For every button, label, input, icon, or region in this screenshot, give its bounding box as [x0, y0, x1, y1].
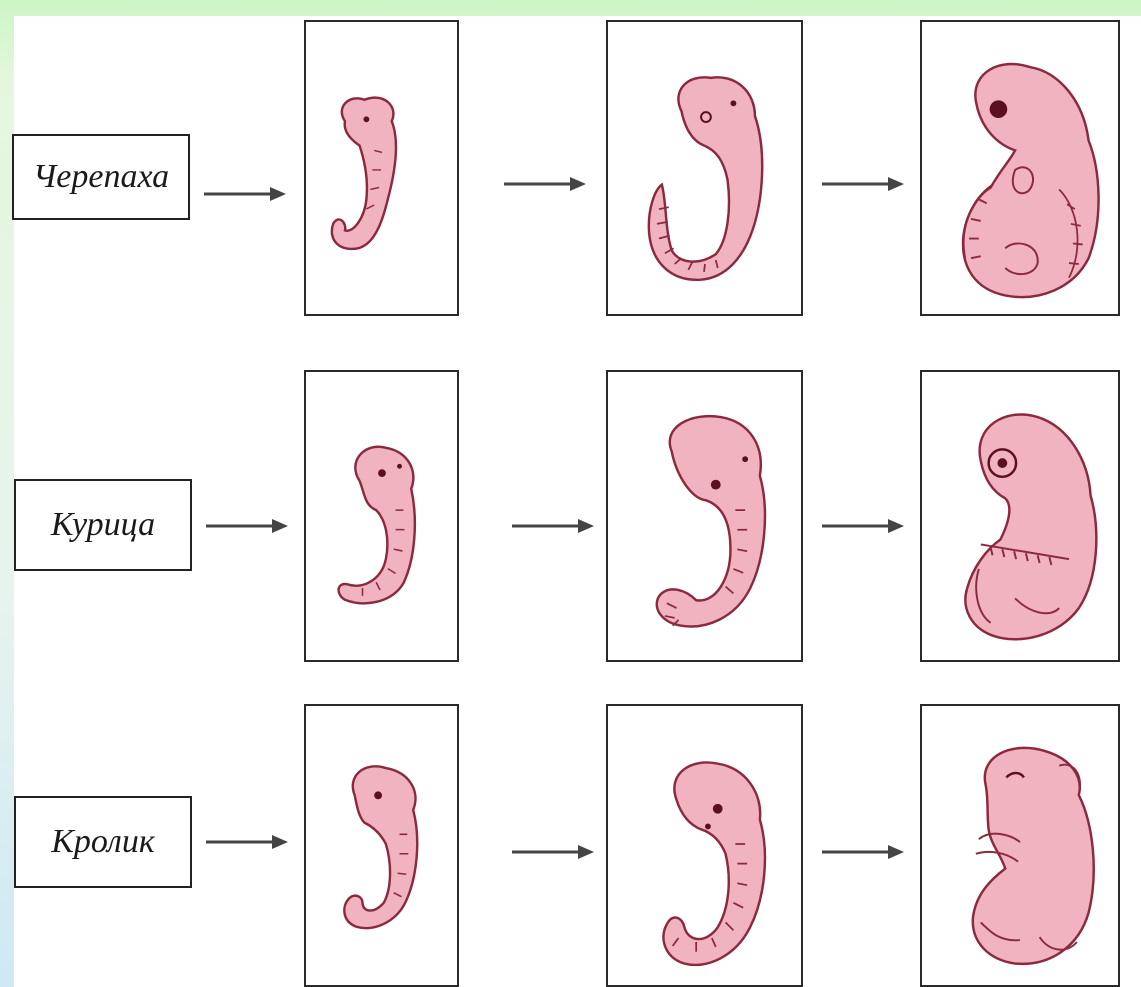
arrow-turtle-2	[502, 174, 588, 194]
embryo-chicken-stage-2	[606, 370, 803, 662]
arrow-chicken-3	[820, 516, 906, 536]
diagram-sheet: Черепаха Курица	[14, 16, 1141, 987]
embryo-turtle-stage-3	[920, 20, 1120, 316]
embryo-chicken-stage-3	[920, 370, 1120, 662]
arrow-rabbit-1	[204, 832, 290, 852]
label-rabbit: Кролик	[14, 796, 192, 888]
embryo-rabbit-stage-2	[606, 704, 803, 987]
embryo-turtle-stage-1	[304, 20, 459, 316]
arrow-turtle-1	[202, 184, 288, 204]
arrow-turtle-3	[820, 174, 906, 194]
embryo-rabbit-stage-3	[920, 704, 1120, 987]
embryo-rabbit-stage-1	[304, 704, 459, 987]
label-chicken: Курица	[14, 479, 192, 571]
arrow-rabbit-2	[510, 842, 596, 862]
arrow-chicken-1	[204, 516, 290, 536]
arrow-rabbit-3	[820, 842, 906, 862]
label-turtle: Черепаха	[12, 134, 190, 220]
embryo-chicken-stage-1	[304, 370, 459, 662]
arrow-chicken-2	[510, 516, 596, 536]
embryo-turtle-stage-2	[606, 20, 803, 316]
